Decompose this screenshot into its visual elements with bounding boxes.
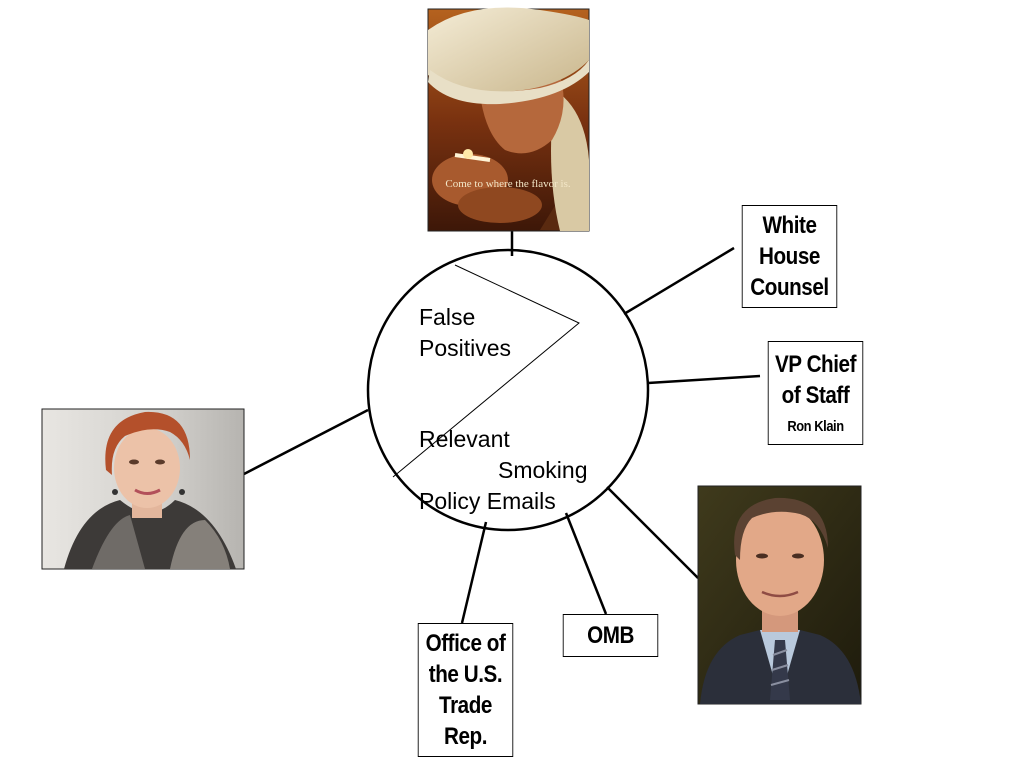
connector-left-photo: [243, 408, 369, 476]
connector-white-house-counsel: [623, 246, 735, 316]
connector-vp-chief-of-staff: [647, 374, 761, 385]
connector-gore-photo: [606, 486, 699, 579]
connector-trade-rep: [460, 521, 488, 624]
relevant-label: Relevant: [419, 426, 510, 452]
vp-chief-of-staff-label: VP Chief of Staff: [774, 351, 857, 409]
central-circle: [366, 248, 650, 532]
woman-portrait-photo: [41, 408, 245, 570]
omb-box: OMB: [562, 614, 659, 657]
omb-label: OMB: [587, 622, 634, 649]
al-gore-portrait-photo: [697, 485, 862, 705]
trade-rep-box: Office of the U.S. Trade Rep.: [417, 623, 514, 757]
marlboro-ad-photo: Come to where the flavor is.: [427, 7, 590, 232]
vp-chief-of-staff-box: VP Chief of Staff Ron Klain: [767, 341, 864, 445]
ron-klain-label: Ron Klain: [787, 418, 844, 435]
smoking-label: Smoking: [498, 457, 588, 483]
policy-emails-label: Policy Emails: [419, 488, 556, 514]
white-house-counsel-box: White House Counsel: [741, 205, 838, 308]
ad-caption: Come to where the flavor is.: [445, 178, 570, 190]
connector-omb: [564, 512, 608, 615]
trade-rep-label: Office of the U.S. Trade Rep.: [425, 630, 506, 750]
white-house-counsel-label: White House Counsel: [750, 212, 829, 301]
circle-partition-line: [392, 264, 580, 478]
false-positives-label: False Positives: [419, 304, 512, 361]
